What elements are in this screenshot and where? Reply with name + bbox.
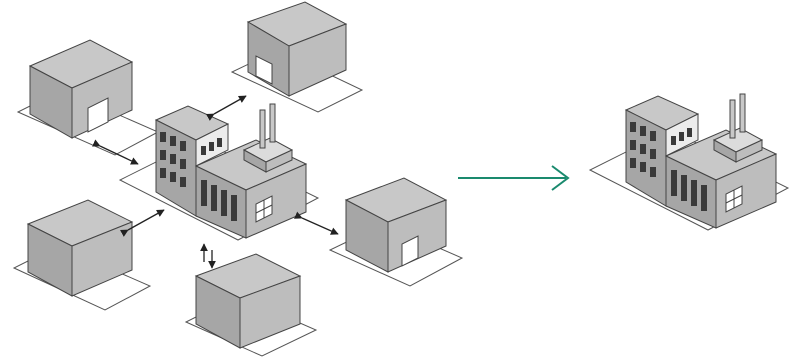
warehouse-bottom-left (12, 199, 152, 311)
connection-arrows (91, 95, 339, 269)
factory-central (118, 103, 320, 241)
arrow-right (294, 211, 339, 235)
warehouse-top-left (16, 39, 160, 156)
arrow-bottom-left (119, 209, 165, 237)
arrow-top-right (205, 95, 247, 121)
arrow-top-left (91, 139, 139, 165)
transition-arrow (458, 165, 570, 191)
warehouse-top-right (230, 1, 364, 113)
factory-consolidated (588, 93, 790, 231)
warehouse-right (328, 177, 464, 287)
warehouse-bottom-center (184, 253, 318, 357)
